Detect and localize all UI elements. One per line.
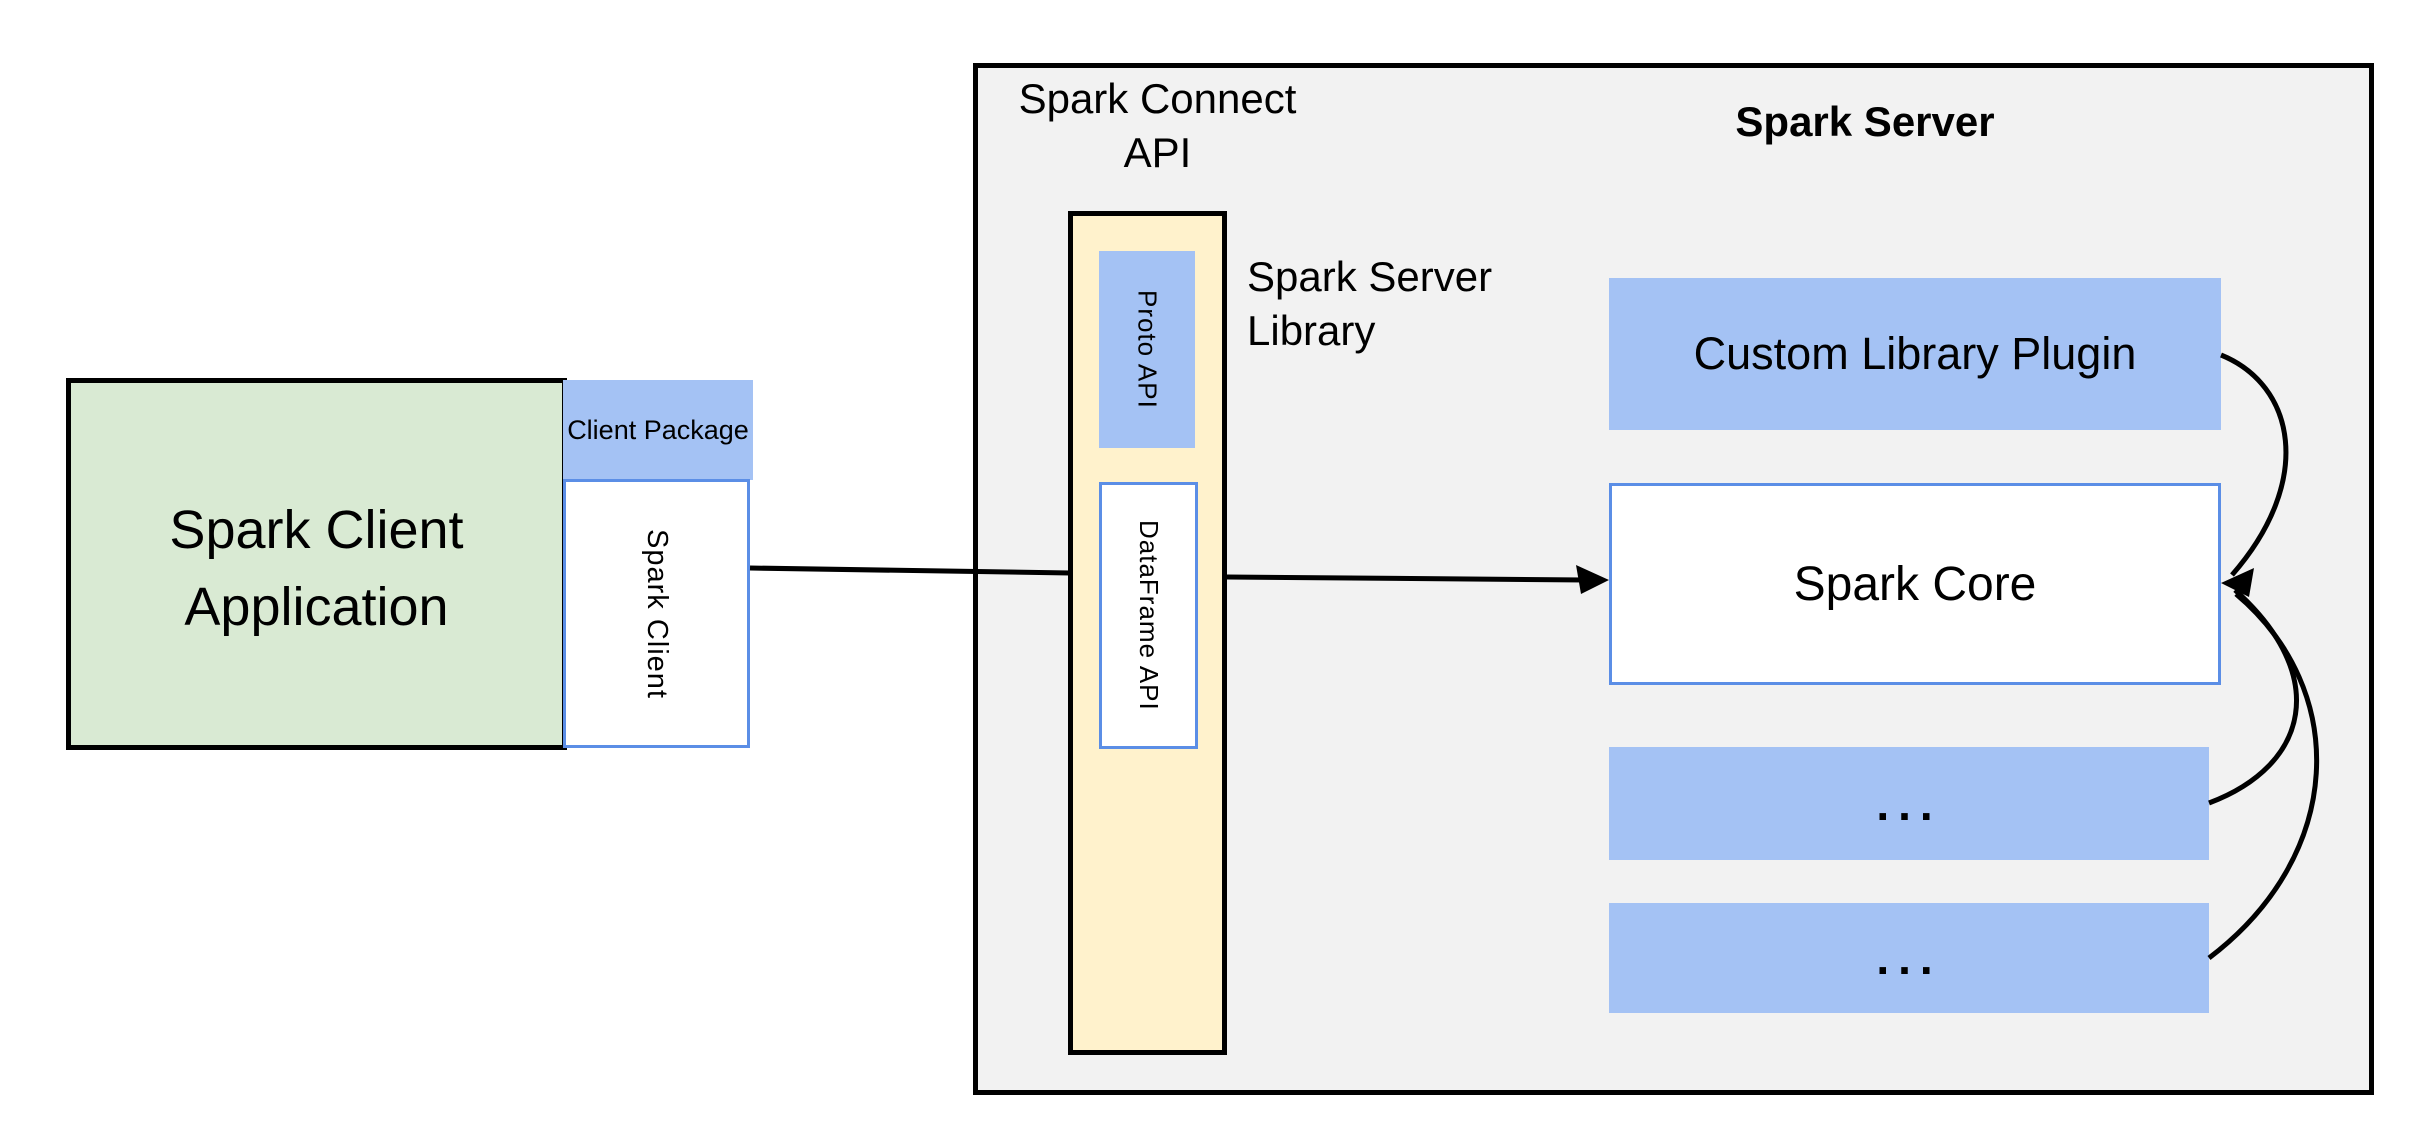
spark-client-application-box (66, 378, 567, 750)
spark-client-application-label: Spark Client Application (169, 500, 464, 637)
proto-api-label: Proto API (1132, 290, 1163, 409)
dataframe-api-box: DataFrame API (1099, 482, 1198, 749)
ellipsis-top-label: ... (1876, 777, 1942, 830)
spark-client-label: Spark Client (641, 528, 673, 699)
proto-api-box: Proto API (1099, 251, 1195, 448)
spark-client-box: Spark Client (563, 479, 750, 748)
client-package-box: Client Package (563, 380, 753, 480)
custom-library-plugin-box: Custom Library Plugin (1609, 278, 2221, 430)
spark-connect-api-title: Spark Connect API (1018, 75, 1297, 176)
spark-core-label: Spark Core (1793, 557, 2037, 611)
dataframe-api-label: DataFrame API (1134, 520, 1164, 711)
plugin-slot-box-bottom: ... (1609, 903, 2209, 1013)
plugin-slot-box-top: ... (1609, 747, 2209, 860)
spark-core-box: Spark Core (1609, 483, 2221, 685)
custom-library-plugin-label: Custom Library Plugin (1693, 328, 2137, 379)
client-package-label: Client Package (567, 414, 749, 445)
spark-server-title: Spark Server (1735, 98, 1995, 145)
ellipsis-bottom-label: ... (1876, 932, 1942, 984)
spark-server-library-label: Spark Server Library (1247, 253, 1493, 354)
